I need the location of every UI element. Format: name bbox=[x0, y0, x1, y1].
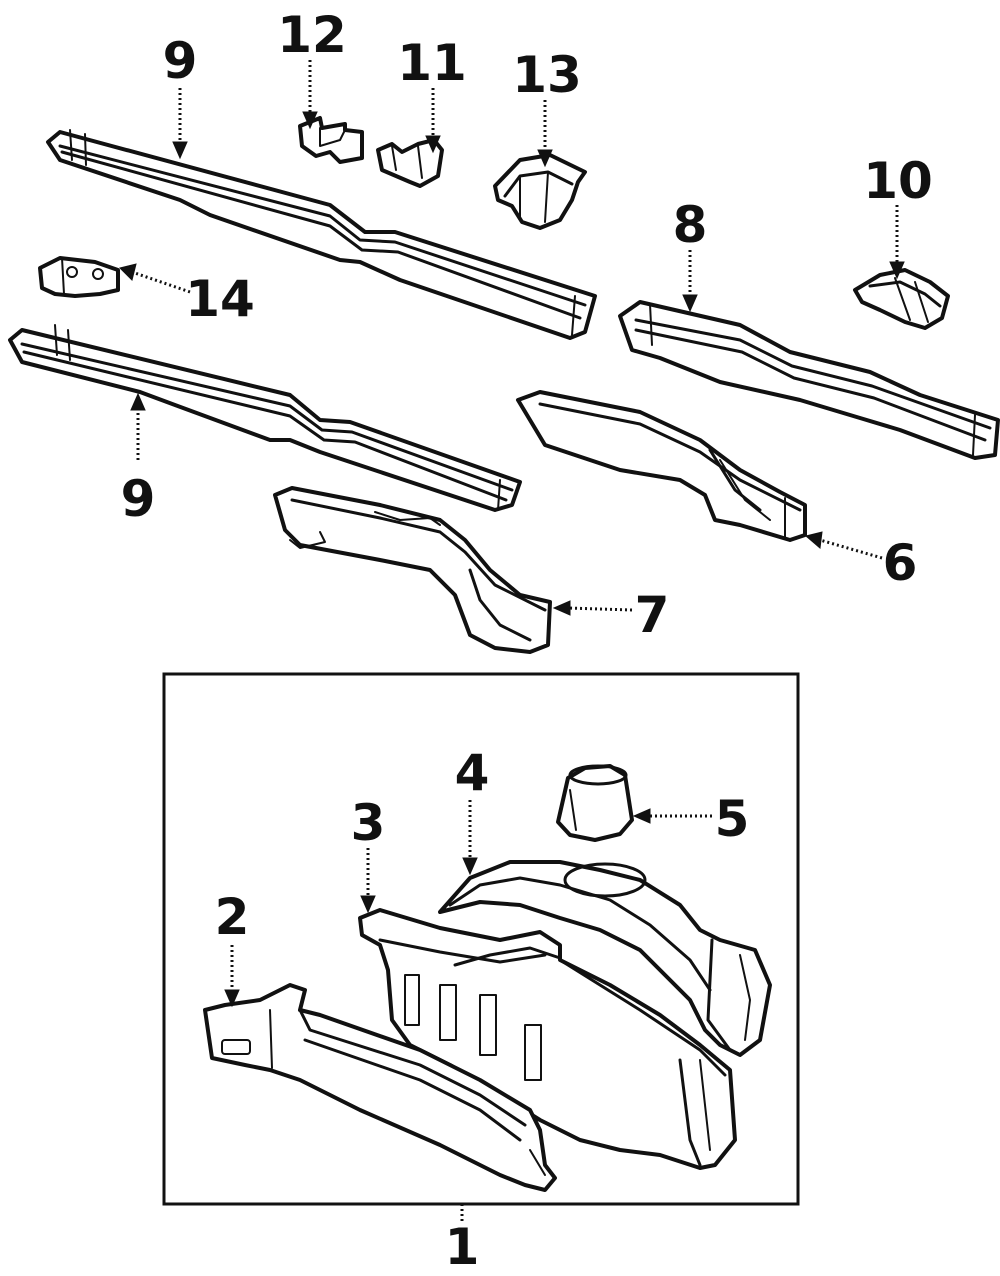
leader-10 bbox=[889, 205, 905, 280]
leader-11 bbox=[425, 88, 441, 154]
callout-9-top: 9 bbox=[163, 32, 198, 90]
callout-4: 4 bbox=[455, 744, 490, 802]
leader-13 bbox=[537, 100, 553, 168]
leader-8 bbox=[682, 250, 698, 313]
callout-14: 14 bbox=[185, 270, 255, 328]
leader-14 bbox=[119, 263, 191, 294]
part-9-lower-rail bbox=[8, 324, 522, 512]
assembly-box bbox=[162, 672, 800, 1206]
part-12-bracket bbox=[298, 116, 364, 164]
callout-5: 5 bbox=[715, 790, 750, 848]
leader-2 bbox=[224, 945, 240, 1008]
part-8-rail bbox=[618, 300, 1000, 460]
callout-11: 11 bbox=[397, 34, 467, 92]
leader-7 bbox=[552, 600, 633, 616]
callout-13: 13 bbox=[512, 46, 582, 104]
leader-5 bbox=[632, 808, 712, 824]
part-3-wheelhouse bbox=[358, 908, 737, 1170]
callout-2: 2 bbox=[215, 888, 250, 946]
callout-12: 12 bbox=[277, 6, 347, 64]
part-14-bracket bbox=[38, 256, 120, 298]
leader-6 bbox=[804, 531, 883, 560]
callout-10: 10 bbox=[863, 152, 933, 210]
callout-8: 8 bbox=[673, 196, 708, 254]
part-10-bracket bbox=[853, 268, 950, 330]
callout-6: 6 bbox=[883, 534, 918, 592]
part-11-bracket bbox=[376, 138, 444, 188]
leader-9-bottom bbox=[130, 392, 146, 460]
callout-1: 1 bbox=[445, 1218, 480, 1276]
leader-4 bbox=[462, 800, 478, 876]
leader-3 bbox=[360, 848, 376, 914]
part-4-apron bbox=[438, 860, 772, 1057]
part-13-bracket bbox=[493, 153, 587, 230]
leader-9-top bbox=[172, 88, 188, 160]
part-9-upper-rail bbox=[46, 129, 597, 340]
callout-7: 7 bbox=[635, 586, 670, 644]
leader-12 bbox=[302, 60, 318, 130]
part-7-side-member bbox=[273, 486, 552, 654]
part-6-side-member bbox=[516, 390, 807, 542]
part-5-bushing bbox=[556, 764, 634, 842]
callout-9-bottom: 9 bbox=[121, 470, 156, 528]
part-2-front-rail bbox=[203, 983, 557, 1192]
callout-3: 3 bbox=[351, 794, 386, 852]
